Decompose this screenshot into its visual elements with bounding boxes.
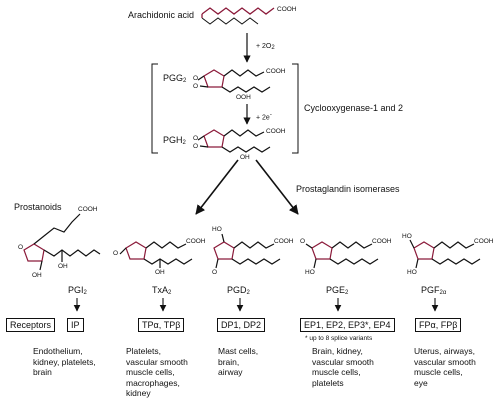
- isomerases-label: Prostaglandin isomerases: [296, 184, 400, 194]
- txa2-structure: [119, 241, 193, 268]
- pge2-tissue-line: muscle cells,: [312, 367, 361, 377]
- pgf2a-tissue-line: muscle cells,: [414, 367, 463, 377]
- e-step-label: + 2e-: [256, 112, 272, 122]
- pgi2-oh-label-2: OH: [58, 263, 68, 270]
- o2-step-label: + 2O2: [256, 43, 275, 51]
- pgf2a-receptor-box: FPα, FPβ: [415, 318, 462, 332]
- pgf2a-tissue-line: vascular smooth: [414, 356, 476, 367]
- pgd2-ho-label: HO: [212, 226, 222, 233]
- pgd2-tissue-line: Mast cells,: [218, 346, 259, 356]
- pge2-tissue-line: platelets: [312, 377, 344, 388]
- pgd2-receptor-box: DP1, DP2: [217, 318, 266, 332]
- txa2-tissue-line: Platelets,: [126, 346, 161, 356]
- pgd2-tissue-line: brain,: [218, 356, 240, 367]
- pgf2a-ho-label-1: HO: [402, 233, 412, 240]
- pgf2a-cooh-label: COOH: [474, 238, 494, 245]
- txa2-cooh-label: COOH: [186, 238, 206, 245]
- pgf2a-tissue-line: Uterus, airways,: [414, 346, 475, 356]
- txa2-tissue-line: macrophages,: [126, 377, 180, 388]
- txa2-tissues: Platelets, vascular smooth muscle cells,…: [126, 346, 188, 399]
- pgd2-o-label: O: [212, 269, 218, 276]
- cyclooxygenase-label: Cyclooxygenase-1 and 2: [304, 103, 404, 113]
- pgd2-structure: [213, 233, 281, 269]
- pgh2-structure: [197, 129, 271, 153]
- txa2-tissue-line: muscle cells,: [126, 367, 175, 377]
- txa2-receptor-box: TPα, TPβ: [138, 318, 185, 332]
- pge2-receptor-box: EP1, EP2, EP3*, EP4: [300, 318, 395, 332]
- pgi2-oh-label-1: OH: [32, 272, 42, 279]
- pge2-name: PGE2: [326, 285, 349, 296]
- pge2-structure: [305, 241, 379, 269]
- pgf2a-ho-label-2: HO: [407, 269, 417, 276]
- pgi2-tissue-line: Endothelium,: [33, 346, 83, 356]
- pgf2a-tissues: Uterus, airways, vascular smooth muscle …: [414, 346, 476, 388]
- pgg2-o-label-1: O: [193, 75, 199, 82]
- txa2-o-label: O: [113, 250, 119, 257]
- pgg2-ooh-label: OOH: [236, 94, 251, 101]
- pgd2-cooh-label: COOH: [274, 238, 294, 245]
- pgg2-structure: [197, 69, 271, 93]
- pgi2-tissue-line: brain: [33, 367, 52, 377]
- pgf2a-name: PGF2α: [421, 285, 447, 296]
- pgg2-label: PGG2: [163, 73, 187, 84]
- pgh2-o-label-1: O: [193, 135, 199, 142]
- pgh2-oh-label: OH: [240, 154, 250, 161]
- pgd2-name: PGD2: [227, 285, 250, 296]
- receptors-header-box: Receptors: [6, 318, 56, 332]
- pgh2-o-label-2: O: [193, 143, 199, 150]
- txa2-tissue-line: kidney: [126, 388, 151, 398]
- pgi2-structure: [23, 213, 101, 271]
- txa2-oh-label: OH: [155, 269, 165, 276]
- pgd2-tissues: Mast cells, brain, airway: [218, 346, 258, 378]
- arrow-to-left-branch: [195, 159, 239, 215]
- pgf2a-structure: [409, 239, 481, 269]
- pgi2-cooh-label: COOH: [78, 206, 98, 213]
- pgi2-receptor-box: IP: [67, 318, 84, 332]
- pgf2a-tissue-line: eye: [414, 377, 428, 388]
- txa2-name: TxA2: [152, 285, 172, 296]
- arachidonic-acid-label: Arachidonic acid: [128, 10, 195, 20]
- pgi2-o-label: O: [18, 244, 24, 251]
- prostanoids-label: Prostanoids: [14, 202, 62, 212]
- pge2-tissue-line: Brain, kidney,: [312, 346, 363, 356]
- pgg2-o-label-2: O: [193, 83, 199, 90]
- pgg2-cooh-label: COOH: [266, 68, 286, 75]
- cox-bracket: [151, 63, 299, 154]
- pge2-o-label: O: [300, 238, 306, 245]
- pgi2-tissue-line: kidney, platelets,: [33, 356, 96, 367]
- arachidonic-acid-structure: [201, 7, 275, 25]
- pgh2-cooh-label: COOH: [266, 128, 286, 135]
- pge2-ho-label: HO: [305, 269, 315, 276]
- aa-cooh-label: COOH: [277, 6, 297, 13]
- pge2-cooh-label: COOH: [372, 238, 392, 245]
- splice-variant-note: * up to 8 splice variants: [305, 335, 373, 342]
- pgi2-tissues: Endothelium, kidney, platelets, brain: [33, 346, 96, 378]
- pgh2-label: PGH2: [163, 135, 186, 146]
- pgi2-name: PGI2: [68, 285, 87, 296]
- pgd2-tissue-line: airway: [218, 367, 243, 377]
- arrow-to-right-branch: [255, 159, 299, 215]
- pge2-tissue-line: vascular smooth: [312, 356, 374, 367]
- txa2-tissue-line: vascular smooth: [126, 356, 188, 367]
- pge2-tissues: Brain, kidney, vascular smooth muscle ce…: [312, 346, 374, 388]
